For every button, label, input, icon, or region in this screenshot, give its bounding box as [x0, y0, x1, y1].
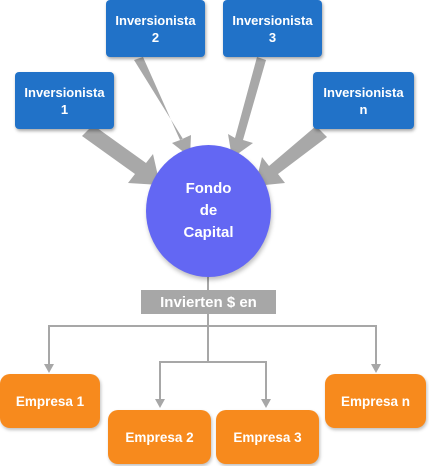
company-n-box: Empresa n: [325, 374, 426, 428]
investor-n-box: Inversionista n: [313, 72, 414, 129]
company-1-box: Empresa 1: [0, 374, 100, 428]
arrowhead-empresa-n: [371, 364, 381, 373]
arrowhead-empresa-1: [44, 364, 54, 373]
investor-3-box: Inversionista 3: [223, 0, 322, 57]
company-2-box: Empresa 2: [108, 410, 211, 464]
investor-1-box: Inversionista 1: [15, 72, 114, 129]
connector-label: Invierten $ en: [141, 290, 276, 314]
company-3-box: Empresa 3: [216, 410, 319, 464]
arrowhead-empresa-2: [155, 399, 165, 408]
fund-circle: Fondo de Capital: [146, 145, 271, 277]
arrow-investor-1-to-fund: [82, 125, 160, 185]
connector-to-empresa-1-and-n: [48, 325, 377, 367]
arrow-investor-2-to-fund: [134, 57, 191, 157]
investor-2-box: Inversionista 2: [106, 0, 205, 57]
arrow-investor-n-to-fund: [255, 126, 327, 186]
arrowhead-empresa-3: [261, 399, 271, 408]
connector-to-empresa-2-and-3: [159, 361, 267, 402]
arrow-investor-3-to-fund: [228, 57, 266, 158]
